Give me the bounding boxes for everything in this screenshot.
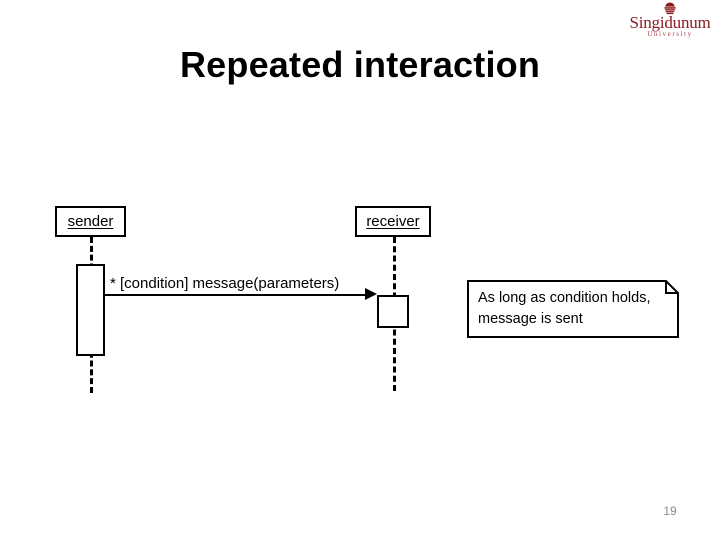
page-number: 19: [663, 504, 677, 518]
note-shape-icon: [467, 280, 679, 338]
message-arrowhead-icon: [365, 288, 377, 300]
lifeline-head-sender: sender: [55, 206, 126, 237]
activation-bar-sender: [76, 264, 105, 356]
crown-crest-icon: [664, 2, 676, 15]
note-line: message is sent: [478, 311, 583, 327]
note-line: As long as condition holds,: [478, 290, 651, 306]
message-label: * [condition] message(parameters): [110, 275, 340, 292]
lifeline-head-receiver: receiver: [355, 206, 431, 237]
logo-name: Singidunum: [629, 13, 711, 32]
activation-bar-receiver: [377, 295, 409, 328]
note-text: As long as condition holds, message is s…: [478, 288, 668, 330]
lifeline-label-receiver: receiver: [366, 213, 420, 230]
message-arrow-line: [105, 294, 373, 296]
lifeline-label-sender: sender: [67, 213, 114, 230]
uml-note: As long as condition holds, message is s…: [467, 280, 679, 338]
slide-title: Repeated interaction: [179, 44, 541, 85]
singidunum-university-logo: Singidunum University: [624, 2, 716, 38]
logo-subtitle: University: [647, 30, 693, 38]
